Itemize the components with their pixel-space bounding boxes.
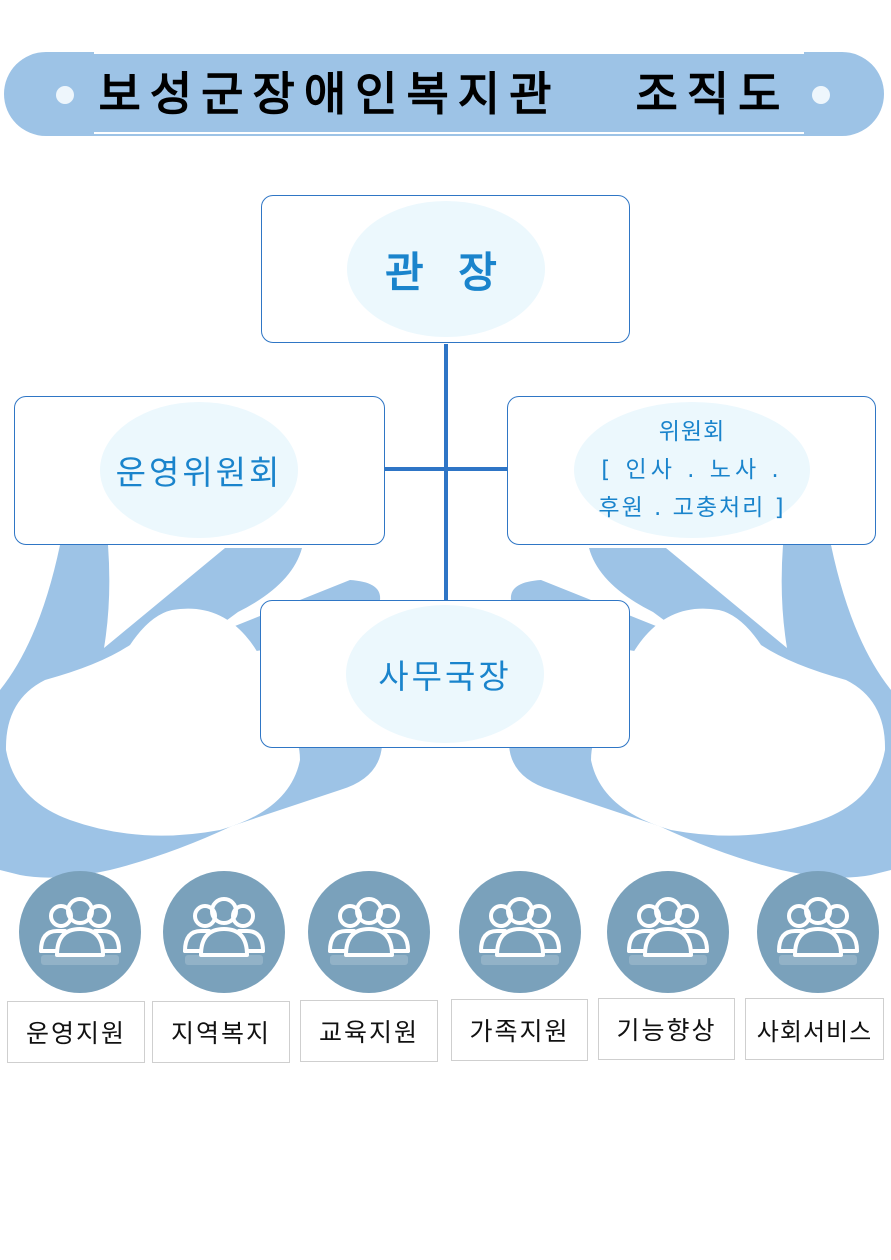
- left-heart-half: [5, 608, 300, 836]
- team-label: 운영지원: [7, 1001, 145, 1063]
- banner-left-dot: [56, 86, 74, 104]
- secretary-general-node: 사무국장: [260, 600, 630, 748]
- operating-committee-node: 운영위원회: [14, 396, 385, 545]
- people-group-icon: [19, 871, 141, 993]
- team-label: 지역복지: [152, 1001, 290, 1063]
- committee-members-line2: 후원 . 고충처리 ]: [598, 495, 786, 521]
- operating-committee-label: 운영위원회: [100, 402, 298, 538]
- banner-bottom-line: [94, 132, 804, 134]
- team-label: 교육지원: [300, 1000, 438, 1062]
- people-group-icon: [308, 871, 430, 993]
- right-heart-half: [591, 608, 886, 836]
- team-label: 사회서비스: [745, 998, 884, 1060]
- people-group-icon: [607, 871, 729, 993]
- director-node: 관 장: [261, 195, 630, 343]
- people-group-icon: [459, 871, 581, 993]
- people-group-icon: [757, 871, 879, 993]
- secretary-general-label: 사무국장: [346, 605, 544, 743]
- page-title: 보성군장애인복지관 조직도: [98, 67, 790, 121]
- committee-node: 위원회 [ 인사 . 노사 . 후원 . 고충처리 ]: [507, 396, 876, 545]
- people-group-icon: [163, 871, 285, 993]
- committee-title: 위원회: [658, 419, 726, 445]
- committee-label: 위원회 [ 인사 . 노사 . 후원 . 고충처리 ]: [574, 402, 810, 538]
- title-banner: 보성군장애인복지관 조직도: [4, 52, 884, 136]
- banner-top-line: [94, 52, 804, 54]
- committee-members-line1: [ 인사 . 노사 .: [601, 457, 783, 483]
- banner-right-dot: [812, 86, 830, 104]
- director-label: 관 장: [347, 201, 545, 337]
- team-label: 기능향상: [598, 998, 735, 1060]
- team-label: 가족지원: [451, 999, 588, 1061]
